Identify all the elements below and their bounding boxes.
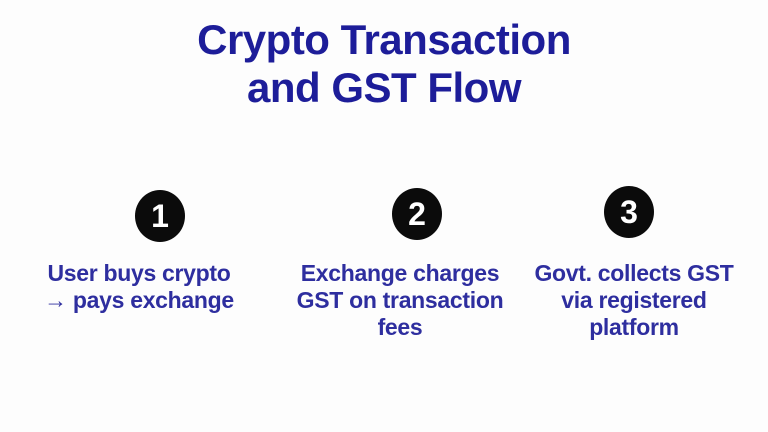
step-3-text-line-3: platform (589, 314, 679, 340)
step-1-number-badge: 1 (135, 190, 185, 242)
page-title: Crypto Transaction and GST Flow (0, 16, 768, 112)
step-2-number: 2 (408, 195, 426, 232)
step-2-text-line-2: GST on transaction (296, 287, 504, 313)
step-2-description: Exchange charges GST on transaction fees (280, 260, 520, 341)
page-title-line-2: and GST Flow (247, 64, 522, 111)
step-3-number-badge: 3 (604, 186, 654, 238)
step-3: 3 Govt. collects GST via registered plat… (514, 186, 754, 341)
step-3-text-line-1: Govt. collects GST (534, 260, 734, 286)
step-1-number: 1 (151, 197, 169, 234)
page-title-line-1: Crypto Transaction (197, 16, 571, 63)
step-1-text-line-1: User buys crypto (47, 260, 231, 286)
step-3-text-line-2: via registered (561, 287, 707, 313)
step-2: 2 Exchange charges GST on transaction fe… (280, 188, 520, 341)
step-1: 1 User buys crypto → pays exchange (19, 190, 259, 314)
step-2-number-badge: 2 (392, 188, 442, 240)
step-2-text-line-3: fees (377, 314, 423, 340)
step-1-description: User buys crypto → pays exchange (19, 260, 259, 314)
step-2-text-line-1: Exchange charges (300, 260, 500, 286)
step-1-text-line-2: → pays exchange (44, 287, 234, 313)
step-3-description: Govt. collects GST via registered platfo… (514, 260, 754, 341)
step-3-number: 3 (620, 193, 638, 230)
